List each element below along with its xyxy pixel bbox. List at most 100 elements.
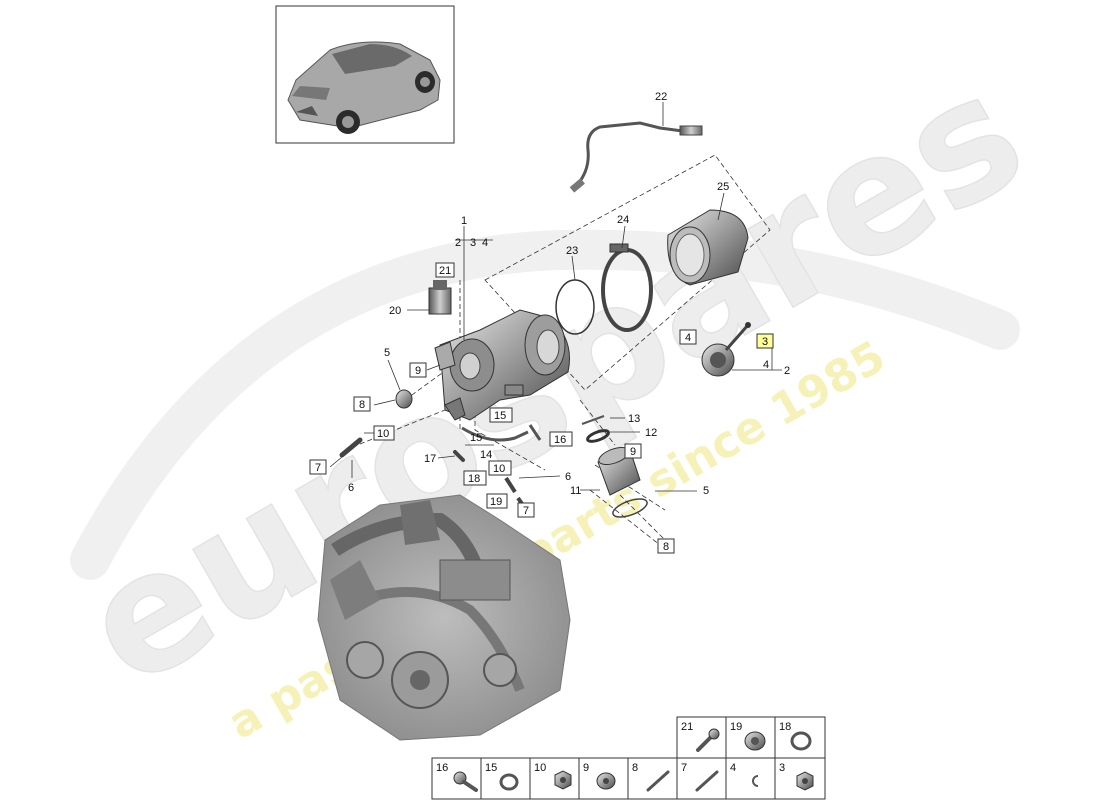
gasket-5-right (612, 498, 648, 518)
boxed-callout-15-lower: 15 (465, 432, 494, 446)
turbocharger-1 (434, 309, 570, 421)
svg-text:8: 8 (663, 541, 669, 553)
oil-line-14 (461, 424, 542, 442)
boxed-callout-10-left: 10 (373, 425, 395, 441)
wastegate-actuator-20 (428, 280, 452, 315)
parts-table-cell: 18 (779, 721, 812, 751)
oxygen-sensor-22 (569, 121, 703, 193)
svg-text:9: 9 (415, 365, 421, 377)
vehicle-thumbnail (275, 5, 455, 144)
boxed-callout-3: 3 (756, 333, 774, 349)
ring-icon (790, 731, 812, 751)
svg-text:18: 18 (468, 473, 480, 485)
parts-table-number: 3 (779, 762, 785, 774)
callout-11: 11 (570, 485, 581, 497)
engine-block-icon (317, 494, 571, 741)
parts-table-number: 7 (681, 762, 687, 774)
boxed-callouts: 21 9 8 10 7 4 3 15 15 (309, 262, 774, 554)
boxed-callout-8-left: 8 (353, 396, 371, 412)
callout-6-right: 6 (565, 471, 571, 483)
boxed-callout-4: 4 (679, 329, 697, 345)
oil-return-pipe-11 (597, 446, 641, 496)
callout-20: 20 (389, 305, 401, 317)
callout-2: 2 (784, 365, 790, 377)
callout-labels: 1 22 25 24 23 20 5 2 4 13 12 14 17 6 11 … (348, 91, 790, 497)
parts-table: 21 19 18 16 (431, 716, 826, 800)
watermark-swoosh (70, 229, 1020, 580)
subcallout-2: 2 (455, 237, 461, 249)
svg-text:4: 4 (685, 332, 691, 344)
screw-icon (453, 771, 478, 792)
o-ring-12 (586, 429, 610, 443)
callout-6-left: 6 (348, 482, 354, 494)
callout-5-right: 5 (703, 485, 709, 497)
parts-table-number: 9 (583, 762, 589, 774)
leader-lines (329, 102, 782, 492)
boxed-callout-9-left: 9 (409, 362, 427, 378)
plug-icon (596, 772, 616, 790)
parts-table-number: 16 (436, 762, 448, 774)
boxed-callout-8-right: 8 (657, 538, 675, 554)
svg-text:10: 10 (377, 428, 389, 440)
svg-text:7: 7 (315, 462, 321, 474)
callout-24: 24 (617, 214, 629, 226)
parts-table-cell: 7 (681, 762, 719, 792)
actuator-2 (701, 322, 751, 377)
boxed-callout-7-right: 7 (517, 502, 535, 518)
bolt-17 (453, 450, 465, 462)
parts-table-cell: 15 (485, 762, 519, 791)
svg-text:9: 9 (630, 446, 636, 458)
nut-icon (554, 770, 572, 790)
boxed-callout-16: 16 (549, 431, 573, 447)
stud-icon (695, 770, 719, 792)
callout-1: 1 (461, 215, 467, 227)
v-band-clamp-24 (601, 243, 653, 332)
parts-table-cell: 3 (779, 762, 814, 791)
callout-12: 12 (645, 427, 657, 439)
boxed-callout-10-right: 10 (488, 460, 512, 476)
clip-icon (752, 775, 759, 787)
parts-table-cell: 9 (583, 762, 616, 790)
parts-table-cell: 4 (730, 762, 759, 787)
stud-icon (646, 770, 670, 792)
ring-icon (499, 773, 519, 791)
svg-text:7: 7 (523, 505, 529, 517)
parts-table-cell: 19 (730, 721, 766, 751)
boxed-callout-7-left: 7 (309, 459, 327, 475)
callout-5-left: 5 (384, 347, 390, 359)
parts-table-cell: 10 (534, 762, 572, 790)
boxed-callout-19: 19 (486, 493, 508, 509)
parts-table-number: 15 (485, 762, 497, 774)
nut-icon (796, 771, 814, 791)
parts-table-cell: 21 (681, 721, 720, 752)
svg-text:16: 16 (554, 434, 566, 446)
svg-text:15: 15 (494, 410, 506, 422)
parts-table-number: 8 (632, 762, 638, 774)
callout-17: 17 (424, 453, 436, 465)
plug-icon (744, 731, 766, 751)
svg-text:19: 19 (490, 496, 502, 508)
callout-25: 25 (717, 181, 729, 193)
svg-text:8: 8 (359, 399, 365, 411)
callout-4: 4 (763, 359, 769, 371)
boxed-callout-21: 21 (435, 262, 455, 278)
svg-text:3: 3 (762, 336, 768, 348)
parts-table-cell: 8 (632, 762, 670, 792)
parts-table-number: 19 (730, 721, 742, 733)
svg-text:21: 21 (439, 265, 451, 277)
parts-table-number: 10 (534, 762, 546, 774)
callout-23: 23 (566, 245, 578, 257)
parts-table-number: 18 (779, 721, 791, 733)
bolt-icon (696, 728, 720, 752)
callout-13: 13 (628, 413, 640, 425)
callout-14: 14 (480, 449, 492, 461)
parts-table-number: 4 (730, 762, 736, 774)
car-suv-icon (287, 41, 441, 134)
plug-9-left (395, 389, 413, 409)
catalytic-heat-shield-25 (667, 209, 749, 286)
subcallout-4: 4 (482, 237, 488, 249)
parts-table-number: 21 (681, 721, 693, 733)
boxed-callout-9-right: 9 (624, 443, 642, 459)
svg-text:15: 15 (470, 432, 482, 444)
